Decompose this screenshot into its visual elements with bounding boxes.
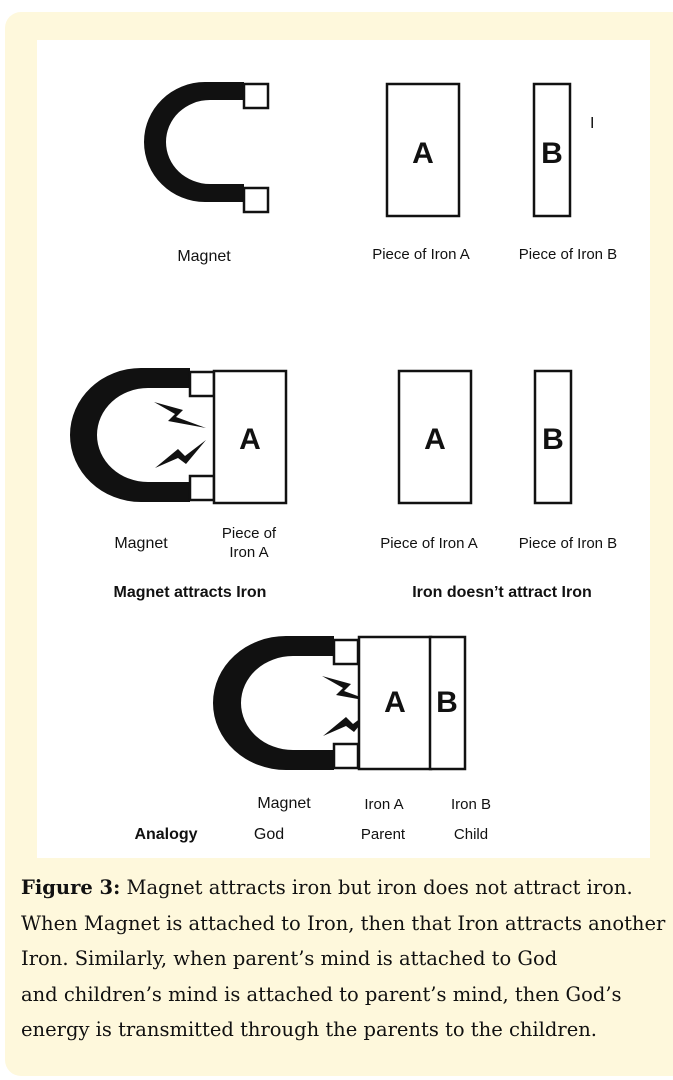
iron-b-label: Piece of Iron B bbox=[519, 535, 617, 552]
block-a-letter: A bbox=[412, 137, 434, 170]
analogy-god-label: God bbox=[254, 826, 284, 843]
attraction-lightning-icon bbox=[154, 402, 206, 468]
magnet-3 bbox=[213, 636, 358, 770]
caption-line-2: When Magnet is attached to Iron, then th… bbox=[21, 906, 673, 942]
caption-label: Figure 3: bbox=[21, 876, 120, 899]
block-b-letter: B bbox=[542, 423, 564, 456]
panel-3-heading: Iron doesn’t attract Iron bbox=[412, 584, 592, 601]
iron-block-b-4: B bbox=[430, 637, 465, 769]
block-a-letter: A bbox=[424, 423, 446, 456]
stray-mark: I bbox=[590, 115, 594, 132]
magnet-analogy-diagram: Magnet A B I Piece of Iron A Piece of Ir… bbox=[0, 0, 673, 870]
iron-a-label-line1: Piece of bbox=[222, 525, 277, 542]
analogy-parent-label: Parent bbox=[361, 826, 406, 843]
caption-line-1: Magnet attracts iron but iron does not a… bbox=[120, 876, 632, 899]
iron-b-label: Piece of Iron B bbox=[519, 246, 617, 263]
iron-a-label-line2: Iron A bbox=[229, 544, 268, 561]
magnet-label: Magnet bbox=[177, 248, 231, 265]
iron-block-b-1: B bbox=[534, 84, 570, 216]
analogy-child-label: Child bbox=[454, 826, 488, 843]
iron-block-b-3: B bbox=[535, 371, 571, 503]
analogy-label: Analogy bbox=[134, 826, 197, 843]
caption-line-5: energy is transmitted through the parent… bbox=[21, 1012, 673, 1048]
analogy-magnet-label: Magnet bbox=[257, 795, 311, 812]
block-a-letter: A bbox=[384, 686, 406, 719]
magnet-label: Magnet bbox=[114, 535, 168, 552]
magnet-1 bbox=[144, 82, 268, 212]
caption-line-4: and children’s mind is attached to paren… bbox=[21, 977, 673, 1013]
analogy-iron-a-label: Iron A bbox=[364, 796, 403, 813]
iron-block-a-4: A bbox=[359, 637, 431, 769]
block-b-letter: B bbox=[541, 137, 563, 170]
figure-caption: Figure 3: Magnet attracts iron but iron … bbox=[21, 870, 673, 1048]
iron-a-label: Piece of Iron A bbox=[380, 535, 478, 552]
block-a-letter: A bbox=[239, 423, 261, 456]
magnet-2 bbox=[70, 368, 214, 502]
iron-block-a-2: A bbox=[214, 371, 286, 503]
iron-block-a-1: A bbox=[387, 84, 459, 216]
caption-line-3: Iron. Similarly, when parent’s mind is a… bbox=[21, 941, 673, 977]
block-b-letter: B bbox=[436, 686, 458, 719]
iron-block-a-3: A bbox=[399, 371, 471, 503]
iron-a-label: Piece of Iron A bbox=[372, 246, 470, 263]
analogy-iron-b-label: Iron B bbox=[451, 796, 491, 813]
panel-2-heading: Magnet attracts Iron bbox=[114, 584, 267, 601]
